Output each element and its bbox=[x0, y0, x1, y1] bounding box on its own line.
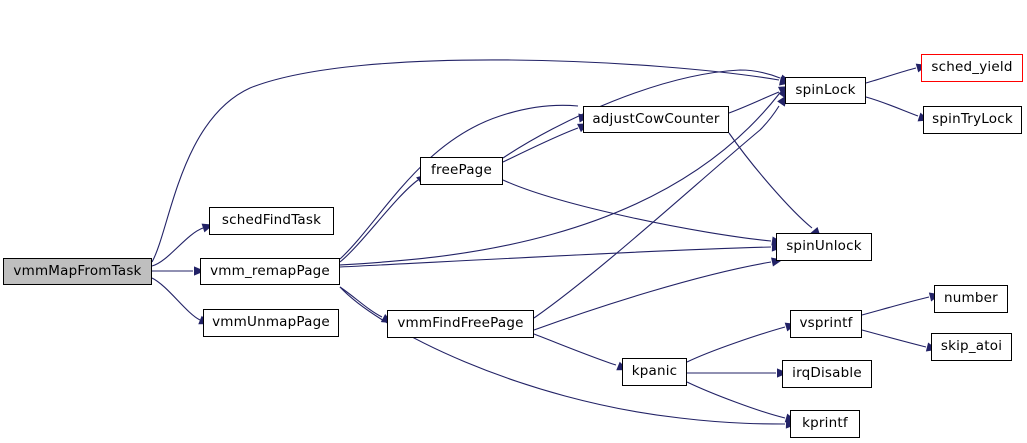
call-edge bbox=[861, 296, 930, 316]
graph-node-label: vmmMapFromTask bbox=[13, 262, 142, 279]
graph-node-label: spinUnlock bbox=[786, 238, 862, 255]
graph-node-adjustCowCounter[interactable]: adjustCowCounter bbox=[583, 106, 729, 133]
graph-node-kpanic[interactable]: kpanic bbox=[622, 358, 687, 386]
call-edge bbox=[502, 127, 579, 163]
call-edge bbox=[533, 333, 617, 366]
call-edge bbox=[686, 381, 786, 419]
graph-node-label: skip_atoi bbox=[940, 338, 1003, 355]
graph-node-freePage[interactable]: freePage bbox=[420, 157, 503, 185]
graph-node-label: kpanic bbox=[631, 363, 678, 380]
call-edge bbox=[533, 105, 780, 319]
graph-node-vmmFindFreePage[interactable]: vmmFindFreePage bbox=[387, 310, 534, 338]
graph-node-vmmMapFromTask[interactable]: vmmMapFromTask bbox=[3, 258, 152, 285]
graph-node-sched_yield[interactable]: sched_yield bbox=[921, 54, 1023, 82]
graph-node-label: freePage bbox=[431, 162, 492, 179]
call-edge bbox=[686, 326, 786, 363]
graph-node-label: adjustCowCounter bbox=[592, 110, 720, 127]
graph-node-spinTryLock[interactable]: spinTryLock bbox=[923, 106, 1022, 134]
call-edge bbox=[151, 277, 201, 321]
graph-node-label: vmmUnmapPage bbox=[212, 314, 330, 331]
call-edge bbox=[339, 179, 419, 263]
graph-node-label: schedFindTask bbox=[221, 212, 322, 229]
graph-node-vmm_remapPage[interactable]: vmm_remapPage bbox=[200, 258, 340, 285]
graph-node-skip_atoi[interactable]: skip_atoi bbox=[931, 333, 1012, 361]
graph-node-label: vmmFindFreePage bbox=[397, 315, 524, 332]
call-edge bbox=[865, 67, 917, 84]
call-edge bbox=[728, 91, 780, 114]
graph-node-label: spinLock bbox=[795, 81, 856, 98]
graph-node-label: sched_yield bbox=[931, 59, 1013, 76]
graph-node-label: spinTryLock bbox=[932, 111, 1013, 128]
call-edge bbox=[728, 132, 813, 229]
graph-node-label: irqDisable bbox=[792, 365, 862, 382]
graph-node-vsprintf[interactable]: vsprintf bbox=[790, 310, 862, 338]
graph-node-label: number bbox=[944, 290, 998, 307]
graph-node-label: kprintf bbox=[802, 415, 848, 432]
graph-node-irqDisable[interactable]: irqDisable bbox=[782, 360, 872, 388]
graph-node-kprintf[interactable]: kprintf bbox=[790, 410, 860, 438]
call-edge bbox=[533, 261, 772, 331]
call-edge bbox=[339, 246, 772, 268]
graph-node-number[interactable]: number bbox=[934, 285, 1008, 313]
graph-node-spinUnlock[interactable]: spinUnlock bbox=[776, 233, 872, 261]
graph-node-vmmUnmapPage[interactable]: vmmUnmapPage bbox=[203, 309, 339, 337]
graph-node-schedFindTask[interactable]: schedFindTask bbox=[209, 207, 334, 235]
call-edge bbox=[339, 286, 383, 318]
call-edge bbox=[861, 329, 927, 348]
call-edge bbox=[865, 96, 919, 117]
graph-node-label: vsprintf bbox=[799, 315, 853, 332]
call-edge bbox=[151, 227, 204, 267]
call-edge bbox=[502, 179, 772, 242]
call-edge bbox=[339, 286, 786, 425]
graph-node-label: vmm_remapPage bbox=[210, 262, 330, 279]
graph-node-spinLock[interactable]: spinLock bbox=[785, 77, 866, 104]
